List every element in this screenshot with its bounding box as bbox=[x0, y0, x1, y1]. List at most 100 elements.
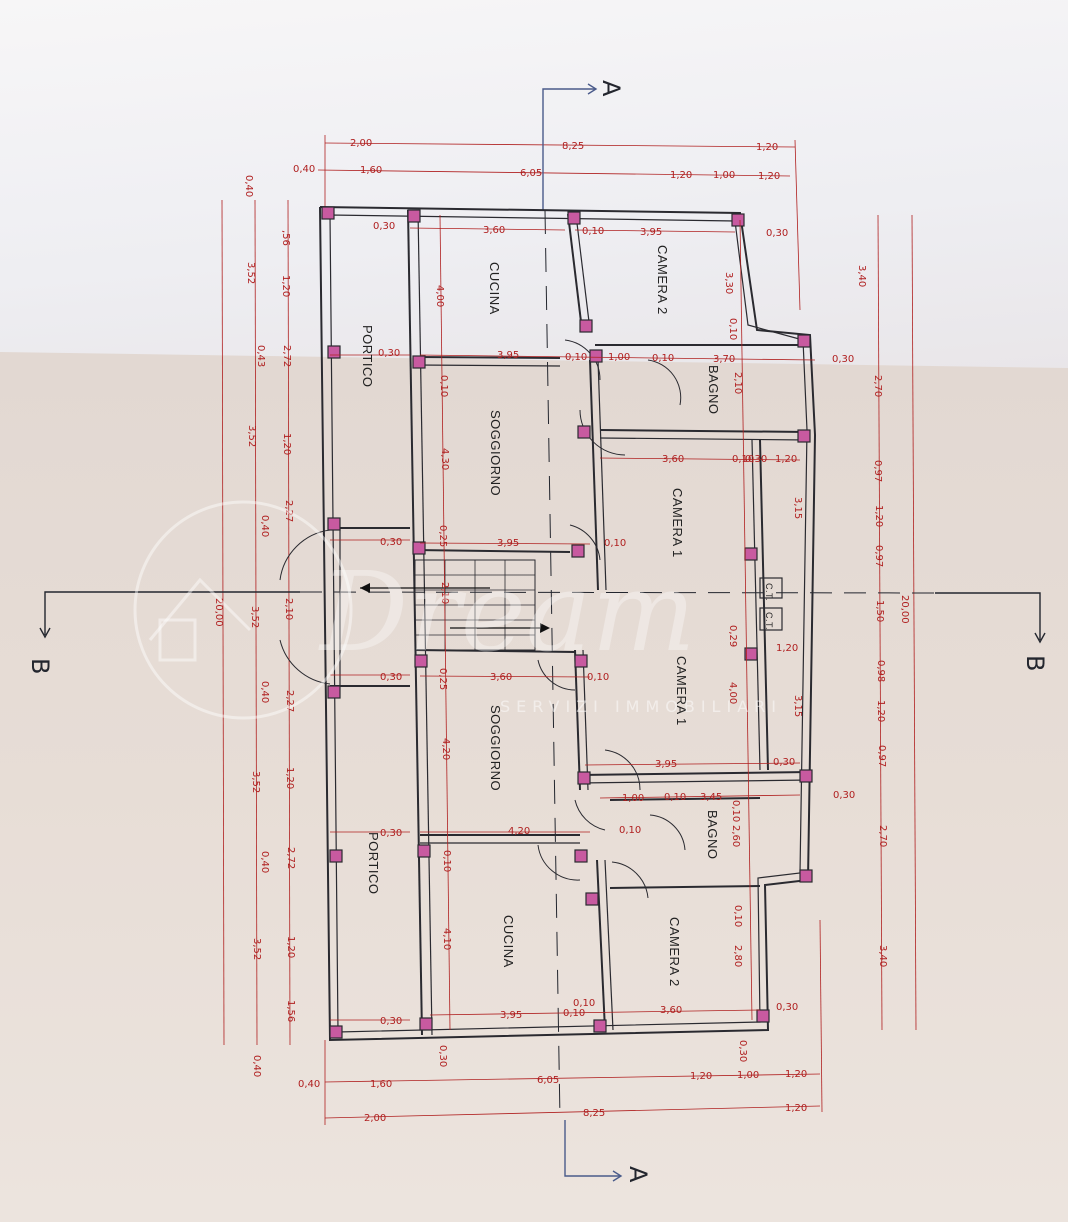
dim-top-total-0: 2,00 bbox=[350, 138, 372, 149]
dim-bottom-partial-2: 6,05 bbox=[537, 1075, 559, 1086]
dim-int-8: 1,00 bbox=[608, 352, 630, 363]
dim-int-30: 0,29 bbox=[727, 625, 738, 647]
dim-int-35: 3,95 bbox=[655, 759, 677, 770]
room-label-bagno-bottom: BAGNO bbox=[705, 810, 720, 859]
dim-int-10: 3,70 bbox=[713, 354, 735, 365]
dim-int-28: 3,60 bbox=[490, 672, 512, 683]
room-label-camera1-bottom: CAMERA 1 bbox=[674, 656, 689, 726]
dim-int-31: 4,00 bbox=[727, 682, 738, 704]
dim-int-0: 0,30 bbox=[373, 221, 395, 232]
top-dimension-lines: 2,00 8,25 1,20 0,40 1,60 6,05 1,20 1,00 … bbox=[293, 135, 801, 311]
dim-int-3: 3,95 bbox=[640, 227, 662, 238]
section-a-label-bottom: A bbox=[624, 1166, 652, 1183]
dim-left-small-4: 2,27 bbox=[283, 500, 294, 522]
dim-int-47: 0,10 bbox=[732, 905, 743, 927]
dim-left-small-6: 2,27 bbox=[284, 690, 295, 712]
dim-int-46: 4,10 bbox=[441, 928, 452, 950]
interior-dimension-labels: 0,30 3,60 0,10 3,95 0,30 0,30 3,95 0,10 … bbox=[373, 221, 855, 1067]
dim-int-55: 0,30 bbox=[380, 828, 402, 839]
dim-bottom-total-0: 2,00 bbox=[364, 1113, 386, 1124]
dim-int-22: 0,30 bbox=[380, 537, 402, 548]
dim-bottom-partial-1: 1,60 bbox=[370, 1079, 392, 1090]
dim-int-4: 0,30 bbox=[766, 228, 788, 239]
section-b-cut-line bbox=[299, 591, 936, 594]
dim-int-19: 0,30 bbox=[745, 454, 767, 465]
dim-int-43: 0,10 bbox=[619, 825, 641, 836]
dim-int-54: 0,30 bbox=[380, 1016, 402, 1027]
dim-left-outer-0: 0,40 bbox=[243, 175, 254, 197]
dim-int-11: 0,30 bbox=[832, 354, 854, 365]
dim-right-outer-7: 1,20 bbox=[875, 700, 886, 722]
dim-int-1: 3,60 bbox=[483, 225, 505, 236]
dim-bottom-partial-0: 0,40 bbox=[298, 1079, 320, 1090]
watermark-tagline: SERVIZI IMMOBILIARI bbox=[500, 697, 782, 716]
dim-int-6: 3,95 bbox=[497, 350, 519, 361]
dim-top-partial-0: 0,40 bbox=[293, 164, 315, 175]
dim-int-9: 0,10 bbox=[652, 353, 674, 364]
dim-left-inner-0: 3,52 bbox=[245, 262, 256, 284]
dim-left-inner-2: 3,52 bbox=[246, 425, 257, 447]
dim-int-50: 3,95 bbox=[500, 1010, 522, 1021]
dim-int-5: 0,30 bbox=[378, 348, 400, 359]
dim-bottom-partial-5: 1,20 bbox=[785, 1069, 807, 1080]
dim-int-18: 0,10 bbox=[732, 454, 754, 465]
dim-int-24: 0,10 bbox=[604, 538, 626, 549]
dim-left-small-0: ,56 bbox=[280, 230, 291, 246]
dim-int-27: 0,30 bbox=[380, 672, 402, 683]
dim-left-outer-1: 20,00 bbox=[213, 598, 224, 627]
paper-upper-sheet bbox=[0, 0, 1068, 368]
paper-lower-sheet bbox=[0, 352, 1068, 1222]
room-label-portico-top: PORTICO bbox=[360, 325, 375, 388]
dim-int-32: 1,20 bbox=[776, 643, 798, 654]
dim-int-44: 2,60 bbox=[730, 825, 741, 847]
dim-top-total-2: 1,20 bbox=[756, 142, 778, 153]
section-b-label-left: B bbox=[26, 658, 54, 674]
dim-int-37: 1,00 bbox=[622, 793, 644, 804]
interior-dimension-lines bbox=[330, 214, 816, 1031]
dim-left-small-8: 2,72 bbox=[285, 847, 296, 869]
dim-int-39: 3,45 bbox=[700, 792, 722, 803]
dim-left-small-3: 1,20 bbox=[281, 433, 292, 455]
room-label-cucina-bottom: CUCINA bbox=[501, 915, 516, 968]
section-b-label-right: B bbox=[1021, 655, 1049, 671]
dim-int-41: 0,30 bbox=[833, 790, 855, 801]
dim-int-23: 3,95 bbox=[497, 538, 519, 549]
room-label-camera2-bottom: CAMERA 2 bbox=[667, 917, 682, 987]
room-label-soggiorno-bottom: SOGGIORNO bbox=[488, 705, 503, 791]
dim-int-42: 4,20 bbox=[508, 826, 530, 837]
dim-right-outer-0: 3,40 bbox=[856, 265, 867, 287]
dim-int-26: 2,10 bbox=[439, 582, 450, 604]
dim-left-small-2: 2,72 bbox=[281, 345, 292, 367]
dim-int-52: 3,60 bbox=[660, 1005, 682, 1016]
dim-left-small-9: 1,20 bbox=[285, 936, 296, 958]
dim-int-12: 4,00 bbox=[434, 285, 445, 307]
section-b-left: B bbox=[26, 591, 300, 674]
dim-int-7: 0,10 bbox=[565, 352, 587, 363]
dim-int-36: 0,30 bbox=[773, 757, 795, 768]
dim-right-outer-5: 1,50 bbox=[874, 600, 885, 622]
dim-int-49: 0,10 bbox=[573, 998, 595, 1009]
dim-left-small-10: 1,56 bbox=[285, 1000, 296, 1022]
room-label-camera1-top: CAMERA 1 bbox=[670, 488, 685, 558]
dim-right-inner-1: 3,15 bbox=[792, 695, 803, 717]
building-walls bbox=[319, 206, 817, 1042]
dim-right-outer-6: 0,98 bbox=[875, 660, 886, 682]
dim-bottom-total-2: 1,20 bbox=[785, 1103, 807, 1114]
dim-int-2: 0,10 bbox=[582, 226, 604, 237]
dim-top-partial-4: 1,00 bbox=[713, 170, 735, 181]
dim-left-small-1: 1,20 bbox=[280, 275, 291, 297]
dim-int-53: 0,30 bbox=[776, 1002, 798, 1013]
dim-bottom-partial-4: 1,00 bbox=[737, 1070, 759, 1081]
dim-int-34: 4,20 bbox=[440, 738, 451, 760]
door-swings bbox=[279, 339, 686, 899]
right-dimension-lines: 3,40 2,70 0,97 1,20 0,97 1,50 0,98 1,20 … bbox=[792, 214, 917, 1031]
dim-right-inner-0: 3,15 bbox=[792, 497, 803, 519]
dim-top-partial-5: 1,20 bbox=[758, 171, 780, 182]
dim-int-40: 0,10 bbox=[730, 800, 741, 822]
dim-right-outer-2: 0,97 bbox=[872, 460, 883, 482]
room-label-cucina-top: CUCINA bbox=[487, 262, 502, 315]
section-a-top: A bbox=[542, 80, 625, 210]
room-label-portico-bottom: PORTICO bbox=[366, 832, 381, 895]
dim-left-outer-2: 0,40 bbox=[251, 1055, 262, 1077]
left-dimension-lines: 0,40 20,00 0,40 3,52 0,43 3,52 0,40 3,52… bbox=[213, 175, 296, 1077]
